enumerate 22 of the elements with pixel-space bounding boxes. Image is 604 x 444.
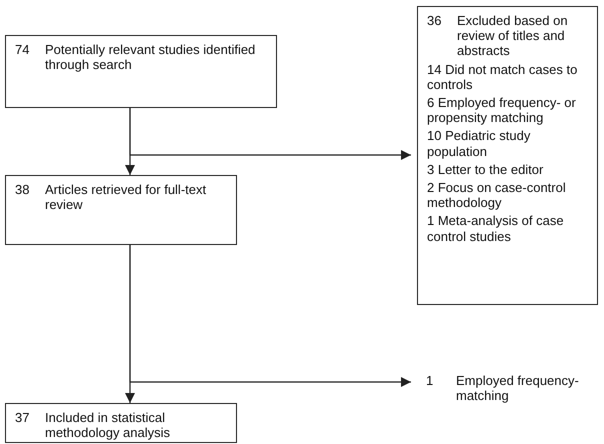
- arrow: [129, 108, 411, 160]
- process-box: [417, 6, 598, 305]
- process-box: [5, 35, 277, 108]
- process-box: [5, 175, 237, 245]
- list-item: 14 Did not match cases to controls: [427, 62, 578, 92]
- box-text: Potentially relevant studies identified through search: [45, 42, 256, 72]
- box-text: Employed frequency-matching: [456, 373, 580, 404]
- count-number: 36: [427, 13, 442, 30]
- list-item: 2 Focus on case-control methodology: [427, 180, 567, 210]
- box-text: Excluded based on review of titles and abstracts: [457, 13, 569, 59]
- list-item: 10 Pediatric study population: [427, 128, 532, 159]
- list-item: 6 Employed frequency- or propensity matching: [427, 95, 577, 126]
- process-box: [5, 403, 237, 443]
- count-number: 74: [15, 42, 30, 59]
- box-text: Articles retrieved for full-text review: [45, 182, 208, 212]
- count-number: 1: [426, 373, 434, 390]
- count-number: 38: [15, 182, 30, 199]
- arrow: [129, 245, 411, 387]
- box-text: Included in statistical methodology analysis: [45, 410, 172, 440]
- list-item: 1 Meta-analysis of case control studies: [427, 213, 565, 244]
- count-number: 37: [15, 410, 30, 427]
- list-item: 3 Letter to the editor: [427, 162, 544, 178]
